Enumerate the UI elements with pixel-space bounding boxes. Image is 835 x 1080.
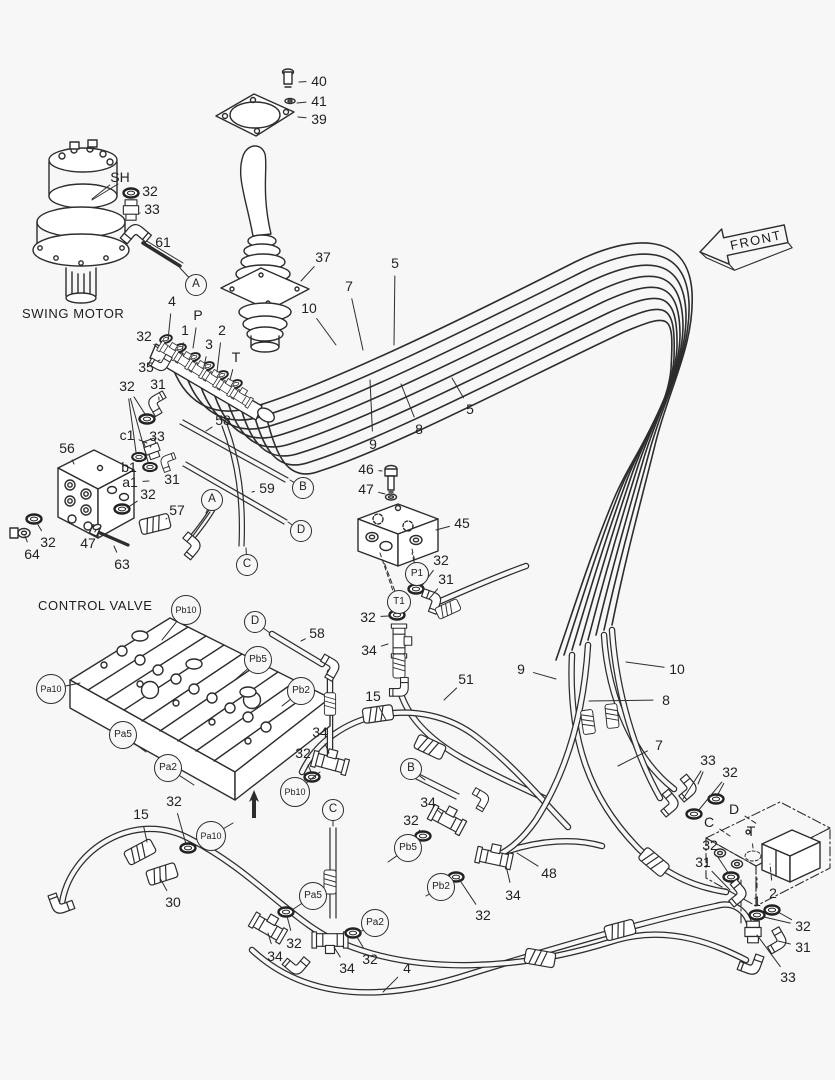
leader-lines	[24, 81, 793, 993]
pilot-pipes	[179, 419, 460, 919]
front-arrow: FRONT	[699, 224, 793, 271]
mount-plate-group	[215, 68, 296, 137]
junction-block-drawing	[357, 464, 439, 592]
shuttle-block-drawing	[9, 449, 211, 547]
remote-block-solid-parts	[713, 829, 821, 883]
control-valve-drawing	[69, 617, 331, 818]
joystick-drawing	[220, 145, 310, 353]
up-arrow-marker	[249, 790, 259, 818]
swing-motor-drawing	[32, 139, 184, 304]
fittings	[25, 187, 790, 978]
hose-bundle	[58, 242, 754, 996]
